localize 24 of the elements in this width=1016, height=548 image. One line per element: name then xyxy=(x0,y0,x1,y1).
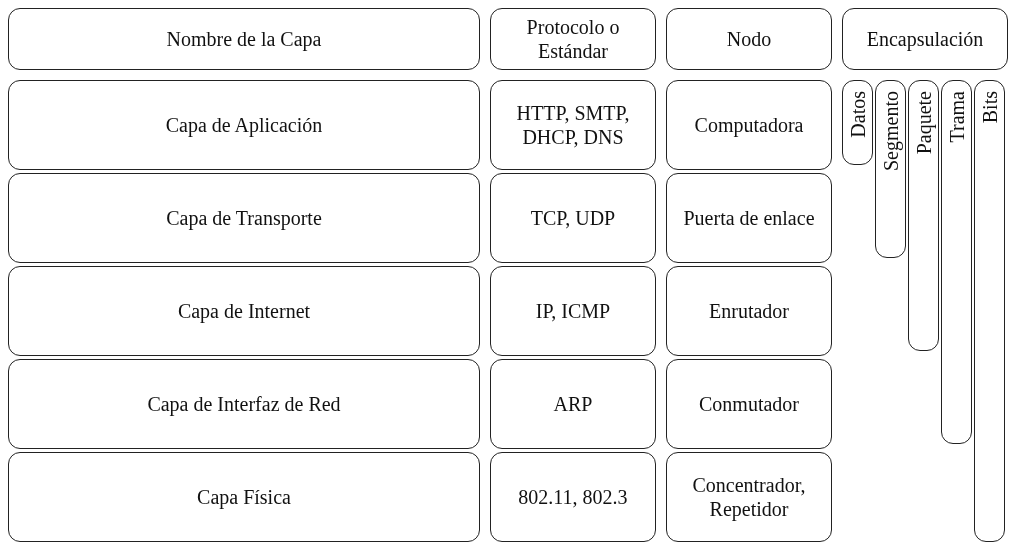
protocol-cell: 802.11, 802.3 xyxy=(490,452,656,542)
encapsulation-bar: Bits xyxy=(974,80,1005,542)
column-header: Nodo xyxy=(666,8,832,70)
encapsulation-bar: Datos xyxy=(842,80,873,165)
layer-name-cell: Capa de Transporte xyxy=(8,173,480,263)
protocol-cell: IP, ICMP xyxy=(490,266,656,356)
protocol-cell: ARP xyxy=(490,359,656,449)
layer-name-cell: Capa Física xyxy=(8,452,480,542)
layer-name-cell: Capa de Internet xyxy=(8,266,480,356)
column-header: Protocolo o Estándar xyxy=(490,8,656,70)
protocol-cell: HTTP, SMTP, DHCP, DNS xyxy=(490,80,656,170)
layer-name-cell: Capa de Interfaz de Red xyxy=(8,359,480,449)
layer-name-cell: Capa de Aplicación xyxy=(8,80,480,170)
encapsulation-bar: Segmento xyxy=(875,80,906,258)
column-header: Nombre de la Capa xyxy=(8,8,480,70)
column-header: Encapsulación xyxy=(842,8,1008,70)
encapsulation-bar: Paquete xyxy=(908,80,939,351)
device-cell: Computadora xyxy=(666,80,832,170)
device-cell: Concentrador, Repetidor xyxy=(666,452,832,542)
device-cell: Enrutador xyxy=(666,266,832,356)
device-cell: Puerta de enlace xyxy=(666,173,832,263)
encapsulation-bar: Trama xyxy=(941,80,972,444)
device-cell: Conmutador xyxy=(666,359,832,449)
protocol-cell: TCP, UDP xyxy=(490,173,656,263)
